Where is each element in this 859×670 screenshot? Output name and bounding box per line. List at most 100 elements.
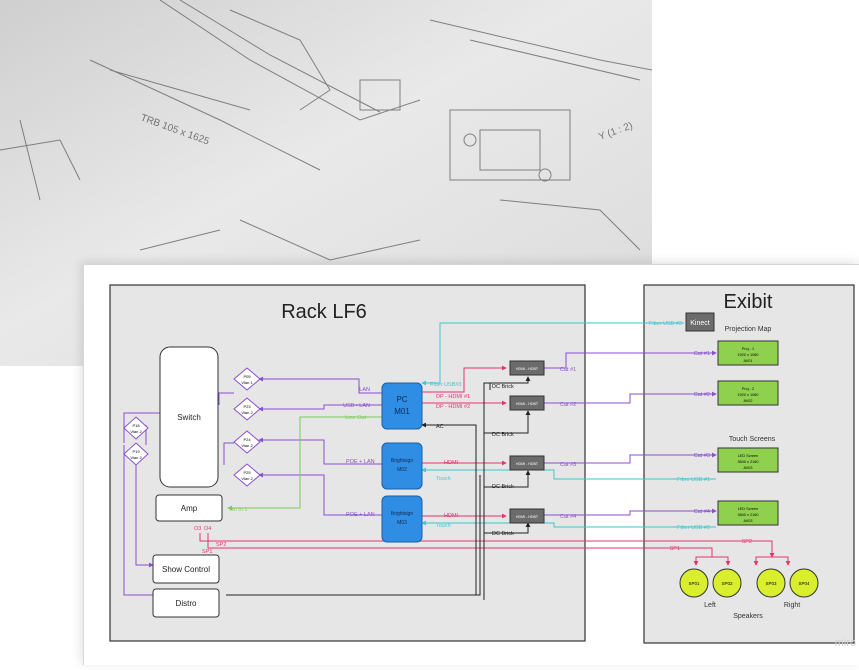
cat3-rack-side: Cat #3	[560, 462, 576, 468]
svg-text:AV03: AV03	[743, 466, 752, 470]
cat3-label: Cat #3	[694, 453, 710, 459]
projector-2: Proj - 2 1920 x 1080 AV02	[717, 380, 779, 406]
speaker-sp01: SP01	[679, 568, 709, 598]
pc-label: PC	[396, 395, 407, 404]
svg-text:LED Screen: LED Screen	[738, 454, 758, 458]
speakers-heading: Speakers	[733, 613, 763, 620]
speaker-sp03: SP03	[756, 568, 786, 598]
o3-label: O3	[194, 526, 201, 532]
port-p25: P25 Vlan 2	[233, 463, 261, 487]
hdmi-label-2: HDMI	[444, 513, 459, 519]
svg-text:HDMI - HDBT: HDMI - HDBT	[516, 402, 539, 406]
rack-title: Rack LF6	[281, 301, 367, 323]
hdmi-label-1: HDMI	[444, 460, 459, 466]
svg-text:P23: P23	[243, 404, 251, 409]
svg-text:P19: P19	[132, 449, 140, 454]
dc-brick-label-3: DC Brick	[492, 484, 514, 490]
led-screen-1: LED Screen 3840 x 2160 AV03	[717, 447, 779, 473]
svg-text:SP03: SP03	[765, 581, 777, 586]
pc-id: M01	[394, 407, 410, 416]
amp-box	[155, 494, 223, 522]
svg-text:P05: P05	[243, 374, 251, 379]
port-p24: P24 Vlan 2	[233, 430, 261, 454]
svg-text:Vlan 1: Vlan 1	[241, 380, 253, 385]
switch-label: Switch	[177, 413, 201, 422]
svg-text:HDMI - HDBT: HDMI - HDBT	[516, 462, 539, 466]
svg-text:3840 x 2160: 3840 x 2160	[738, 460, 759, 464]
show-control-label: Show Control	[162, 565, 210, 574]
line-out-label: Line Out	[345, 415, 366, 421]
touch-label-1: Touch	[436, 476, 451, 482]
cat4-rack-side: Cat #4	[560, 514, 576, 520]
svg-text:SP02: SP02	[721, 581, 733, 586]
svg-text:P25: P25	[243, 470, 251, 475]
led-screen-2: LED Screen 3840 x 2160 AV03	[717, 500, 779, 526]
show-control-box	[152, 554, 220, 584]
svg-text:P24: P24	[243, 437, 251, 442]
fibre-usb1-label: Fibre USB #1	[677, 477, 710, 483]
hdbt-box-4: HDMI - HDBT	[509, 508, 545, 524]
an-in-label: An In 1	[230, 507, 247, 513]
cat4-label: Cat #4	[694, 509, 710, 515]
port-p23: P23 Vlan 2	[233, 397, 261, 421]
projection-map-heading: Projection Map	[725, 326, 772, 333]
svg-text:3840 x 2160: 3840 x 2160	[738, 513, 759, 517]
dc-brick-label-1: DC Brick	[492, 384, 514, 390]
svg-text:AV01: AV01	[743, 359, 752, 363]
lan-label: LAN	[359, 387, 370, 393]
switch-box	[159, 346, 219, 488]
cat1-label: Cat #1	[694, 351, 710, 357]
brightsign-m02-id: M02	[397, 467, 407, 473]
hdbt-box-3: HDMI - HDBT	[509, 455, 545, 471]
svg-text:AV02: AV02	[743, 399, 752, 403]
port-p05: P05 Vlan 1	[233, 367, 261, 391]
brightsign-m03-label: Brightsign	[391, 511, 413, 517]
ac-label: AC	[436, 424, 444, 430]
miro-board-card: Rack LF6 Exibit	[83, 264, 859, 665]
fiber-usb3-exhibit-label: Fiber USB #3	[649, 321, 682, 327]
brightsign-m03-id: M03	[397, 520, 407, 526]
sp2-exhibit-label: SP2	[742, 539, 752, 545]
dp-hdmi2-label: DP - HDMI #2	[436, 404, 470, 410]
sp1-exhibit-label: SP1	[670, 546, 680, 552]
left-label: Left	[704, 602, 716, 609]
svg-text:LED Screen: LED Screen	[738, 507, 758, 511]
cat1-rack-side: Cat #1	[560, 367, 576, 373]
svg-text:Vlan 2: Vlan 2	[130, 455, 142, 460]
usb-lan-label: USB - LAN	[343, 403, 370, 409]
svg-text:Proj - 1: Proj - 1	[742, 347, 754, 351]
speaker-sp04: SP04	[789, 568, 819, 598]
poe-lan-label-1: POE + LAN	[346, 459, 375, 465]
exhibit-title: Exibit	[724, 291, 773, 313]
sp2-rack-label: SP2	[216, 542, 226, 548]
poe-lan-label-2: POE + LAN	[346, 512, 375, 518]
fiber-usb3-rack-label: Fiber USB#3	[430, 382, 462, 388]
svg-text:P18: P18	[132, 423, 140, 428]
cat2-label: Cat #2	[694, 392, 710, 398]
port-p19: P19 Vlan 2	[123, 442, 149, 466]
speaker-sp02: SP02	[712, 568, 742, 598]
dc-brick-label-4: DC Brick	[492, 531, 514, 537]
kinect-box	[685, 312, 715, 332]
av-schematic: Rack LF6 Exibit	[109, 284, 855, 644]
svg-text:1920 x 1080: 1920 x 1080	[738, 393, 759, 397]
kinect-label: Kinect	[690, 320, 710, 327]
right-label: Right	[784, 602, 800, 609]
hdbt-box-1: HDMI - HDBT	[509, 360, 545, 376]
sp1-rack-label: SP1	[202, 549, 212, 555]
dc-brick-label-2: DC Brick	[492, 432, 514, 438]
svg-text:Vlan 2: Vlan 2	[241, 410, 253, 415]
brightsign-m03	[381, 495, 423, 543]
svg-text:HDMI - HDBT: HDMI - HDBT	[516, 515, 539, 519]
svg-text:1920 x 1080: 1920 x 1080	[738, 353, 759, 357]
svg-text:Vlan 2: Vlan 2	[130, 429, 142, 434]
svg-text:Proj - 2: Proj - 2	[742, 387, 754, 391]
svg-text:SP01: SP01	[688, 581, 700, 586]
svg-text:Vlan 2: Vlan 2	[241, 476, 253, 481]
touch-screens-heading: Touch Screens	[729, 436, 776, 443]
svg-text:HDMI - HDBT: HDMI - HDBT	[516, 367, 539, 371]
svg-text:AV03: AV03	[743, 519, 752, 523]
cat2-rack-side: Cat #2	[560, 402, 576, 408]
pc-m01	[381, 382, 423, 430]
distro-label: Distro	[176, 599, 197, 608]
